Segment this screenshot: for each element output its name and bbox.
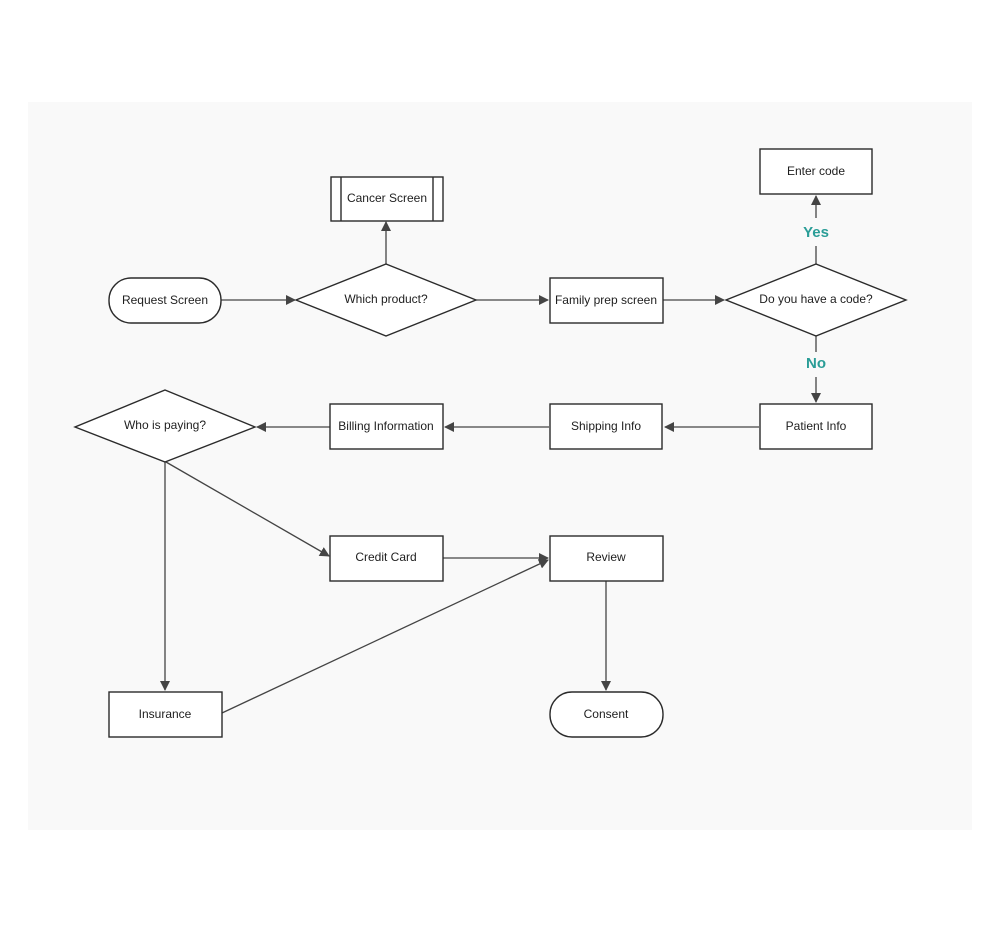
node-label: Who is paying? [124, 418, 206, 432]
process-shape [330, 176, 444, 222]
node-label: Do you have a code? [759, 292, 873, 306]
node-label: Insurance [139, 707, 192, 721]
node-family-prep-screen[interactable]: Family prep screen [549, 277, 664, 324]
process-shape [759, 148, 873, 195]
node-do-you-have-code[interactable]: Do you have a code? [724, 263, 908, 337]
terminator-shape [108, 277, 222, 324]
process-shape [759, 403, 873, 450]
node-review[interactable]: Review [549, 535, 664, 582]
process-shape [329, 403, 444, 450]
process-shape [108, 691, 223, 738]
node-credit-card[interactable]: Credit Card [329, 535, 444, 582]
node-label: Enter code [787, 164, 845, 178]
node-who-is-paying[interactable]: Who is paying? [73, 389, 257, 463]
node-label: Consent [584, 707, 629, 721]
node-label: Cancer Screen [347, 191, 427, 205]
node-consent[interactable]: Consent [549, 691, 664, 738]
decision-shape [724, 263, 908, 337]
node-request-screen[interactable]: Request Screen [108, 277, 222, 324]
edge-who-is-paying-to-credit-card [165, 461, 330, 557]
process-shape [549, 535, 664, 582]
node-label: Review [586, 550, 626, 564]
node-label: Billing Information [338, 419, 433, 433]
process-shape [549, 277, 664, 324]
edge-insurance-to-review [221, 559, 549, 714]
edge-label-yes: Yes [803, 224, 829, 241]
node-label: Credit Card [355, 550, 416, 564]
edge-label-no: No [806, 355, 826, 372]
node-billing-information[interactable]: Billing Information [329, 403, 444, 450]
node-label: Family prep screen [555, 293, 657, 307]
node-cancer-screen[interactable]: Cancer Screen [330, 176, 444, 222]
decision-shape [294, 263, 478, 337]
node-label: Patient Info [786, 419, 847, 433]
node-label: Request Screen [122, 293, 208, 307]
process-shape [329, 535, 444, 582]
node-label: Which product? [344, 292, 428, 306]
terminator-shape [549, 691, 664, 738]
process-shape [549, 403, 663, 450]
node-label: Shipping Info [571, 419, 641, 433]
node-patient-info[interactable]: Patient Info [759, 403, 873, 450]
node-insurance[interactable]: Insurance [108, 691, 223, 738]
edges [160, 195, 821, 714]
node-enter-code[interactable]: Enter code [759, 148, 873, 195]
node-shipping-info[interactable]: Shipping Info [549, 403, 663, 450]
decision-shape [73, 389, 257, 463]
node-which-product[interactable]: Which product? [294, 263, 478, 337]
